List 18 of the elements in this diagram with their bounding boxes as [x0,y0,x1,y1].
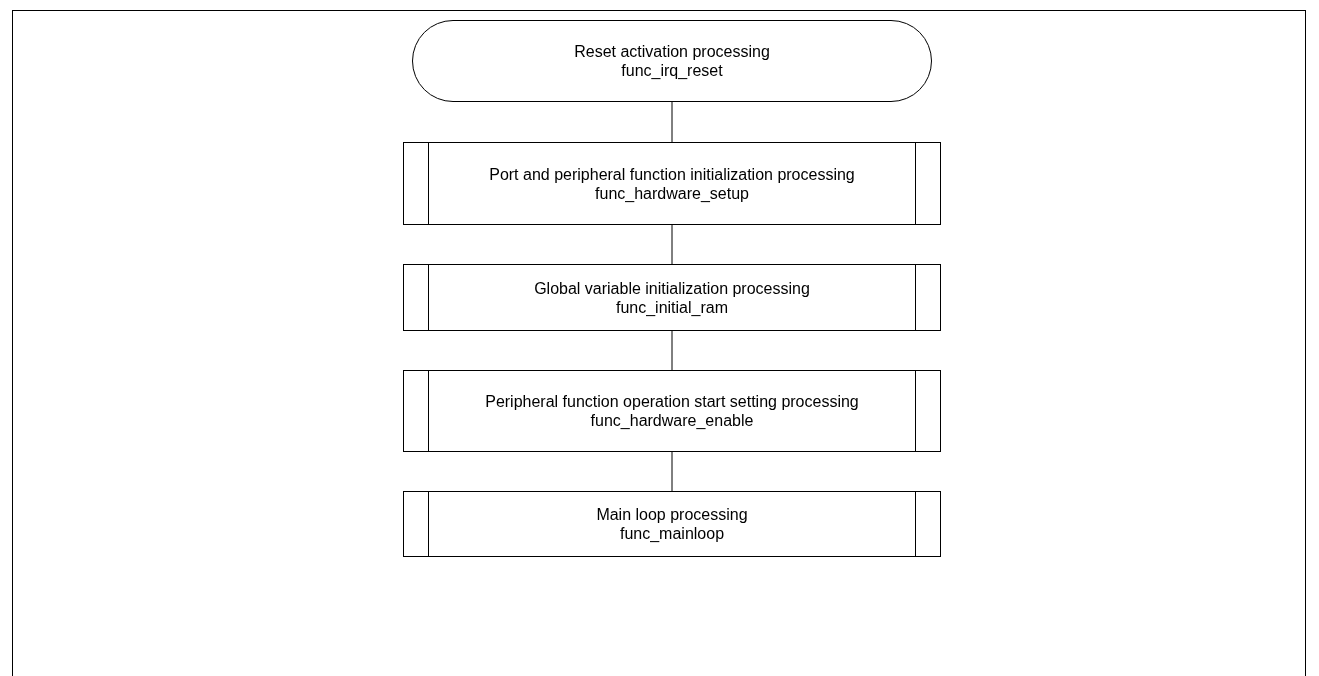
process-title: Global variable initialization processing [534,278,810,298]
process-title: Port and peripheral function initialization processing [489,164,855,184]
subroutine-box [403,264,941,331]
function-name: func_irq_reset [621,61,723,80]
process-title: Main loop processing [596,505,748,524]
subroutine-box [403,142,941,225]
function-name: func_hardware_enable [590,411,754,430]
function-name: func_mainloop [619,524,725,543]
function-name: func_hardware_setup [595,183,749,203]
subroutine-box [403,370,941,452]
connector-line [671,330,673,371]
process-title: Reset activation processing [574,42,770,61]
connector-line [671,451,673,492]
subroutine-box [403,491,941,557]
connector-line [671,101,673,143]
process-title: Peripheral function operation start setting processing [485,392,859,411]
connector-line [671,224,673,265]
function-name: func_initial_ram [615,297,729,317]
